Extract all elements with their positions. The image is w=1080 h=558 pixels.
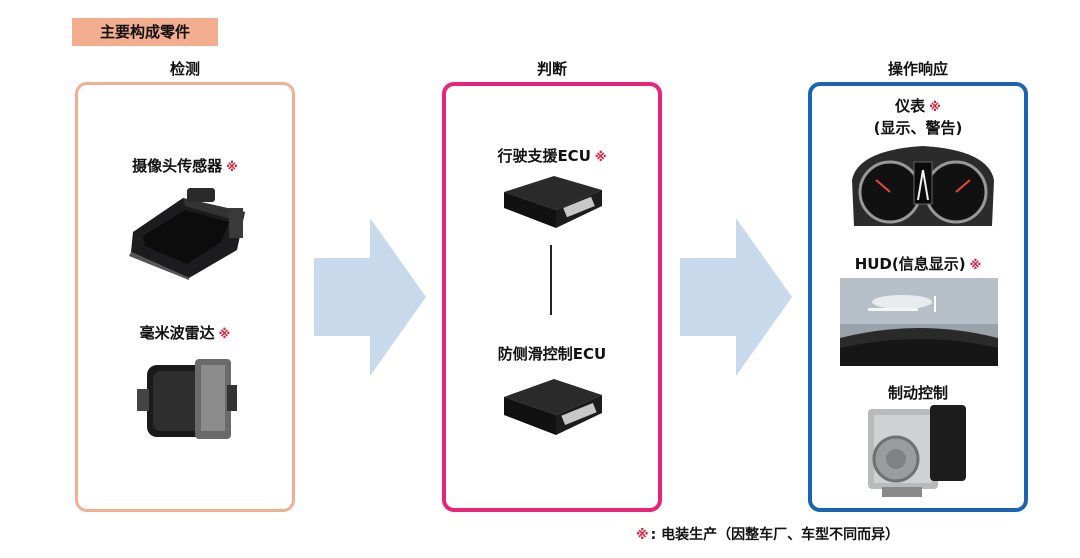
column-title-detect: 检测 xyxy=(169,60,200,78)
meter-sublabel: (显示、警告) xyxy=(873,119,963,137)
arrow-right-icon xyxy=(314,218,426,376)
denso-mark: ※ xyxy=(969,258,982,272)
detect-box xyxy=(75,82,295,512)
hud-image xyxy=(840,278,998,366)
hud-label: HUD(信息显示)※ xyxy=(854,255,982,273)
denso-mark: ※ xyxy=(218,327,231,341)
radar-image xyxy=(137,359,237,439)
radar-label: 毫米波雷达※ xyxy=(139,324,231,342)
brake-actuator-image xyxy=(868,405,966,497)
esc-ecu-label: 防侧滑控制ECU xyxy=(497,345,607,363)
meter-image xyxy=(852,146,994,226)
column-title-act: 操作响应 xyxy=(887,60,948,78)
denso-mark: ※ xyxy=(636,528,649,543)
arrow-right-icon xyxy=(680,218,792,376)
section-tag: 主要构成零件 xyxy=(72,18,218,46)
ecu-image-2 xyxy=(504,379,602,435)
column-title-judge: 判断 xyxy=(536,60,567,78)
denso-mark: ※ xyxy=(226,160,238,174)
denso-mark: ※ xyxy=(929,100,941,114)
judge-box xyxy=(442,82,662,512)
denso-mark: ※ xyxy=(594,150,607,164)
camera-sensor-label: 摄像头传感器※ xyxy=(132,157,238,175)
ecu-image-1 xyxy=(504,176,602,228)
connector-line xyxy=(550,245,552,315)
footnote: ※: 电装生产（因整车厂、车型不同而异） xyxy=(636,527,900,543)
camera-sensor-image xyxy=(129,188,245,280)
meter-label: 仪表※ xyxy=(895,97,941,115)
driving-support-ecu-label: 行驶支援ECU※ xyxy=(497,147,607,165)
brake-control-label: 制动控制 xyxy=(887,384,948,402)
